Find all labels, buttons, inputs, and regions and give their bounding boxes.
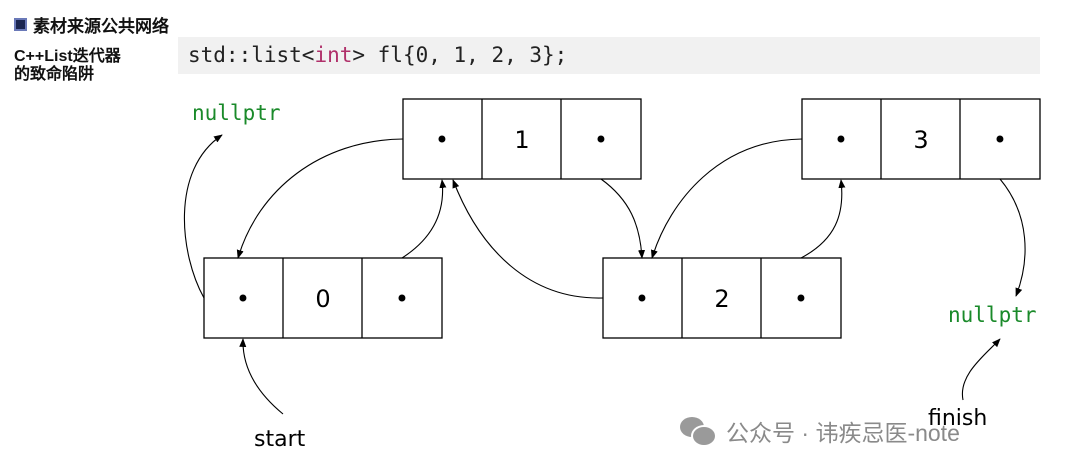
- node-3-value: 3: [913, 126, 928, 154]
- arrow-node2-next-to-node3: [800, 179, 846, 259]
- node-2-prev-pointer: •: [635, 285, 649, 313]
- list-node-0: • 0 •: [203, 257, 443, 339]
- sidebar-heading-text: 素材来源公共网络: [33, 17, 169, 36]
- watermark-text: 公众号 · 讳疾忌医-note: [726, 420, 960, 446]
- list-node-1: • 1 •: [402, 98, 642, 180]
- node-3-next-pointer: •: [993, 126, 1007, 154]
- arrow-start-to-node0: [239, 338, 284, 415]
- arrow-node2-prev-to-node1: [452, 179, 604, 299]
- node-1-value: 1: [514, 126, 529, 154]
- nullptr-right-label: nullptr: [948, 303, 1037, 327]
- node-0-next-pointer: •: [395, 285, 409, 313]
- node-1-prev-pointer: •: [435, 126, 449, 154]
- arrow-node3-prev-to-node2: [650, 138, 803, 259]
- arrow-node0-prev-to-nullptr: [183, 134, 223, 299]
- sidebar-subtitle: C++List迭代器的致命陷阱: [14, 48, 121, 83]
- node-2-value: 2: [714, 285, 729, 313]
- arrow-node0-next-to-node1: [401, 179, 447, 259]
- node-1-next-pointer: •: [594, 126, 608, 154]
- code-block: std::list<int> fl{0, 1, 2, 3};: [178, 37, 1040, 74]
- list-node-2: • 2 •: [602, 257, 842, 339]
- arrow-finish-to-nullptr: [961, 338, 1001, 401]
- watermark: 公众号 · 讳疾忌医-note: [680, 414, 960, 448]
- node-0-prev-pointer: •: [236, 285, 250, 313]
- arrow-node1-prev-to-node0: [236, 138, 404, 259]
- finish-label: finish: [928, 406, 987, 431]
- wechat-icon: [680, 415, 718, 447]
- node-0-value: 0: [315, 285, 330, 313]
- code-keyword: int: [314, 43, 353, 67]
- nullptr-left-label: nullptr: [192, 101, 281, 125]
- code-rest: > fl{0, 1, 2, 3};: [352, 43, 568, 67]
- arrow-node3-next-to-nullptr: [999, 178, 1026, 297]
- node-3-prev-pointer: •: [834, 126, 848, 154]
- code-prefix: std::list<: [188, 43, 315, 67]
- code-line: std::list<int> fl{0, 1, 2, 3};: [188, 43, 567, 67]
- arrow-node1-next-to-node2: [600, 178, 646, 259]
- node-2-next-pointer: •: [794, 285, 808, 313]
- sidebar-heading: 素材来源公共网络: [14, 12, 169, 37]
- list-node-3: • 3 •: [801, 98, 1041, 180]
- image-icon: [14, 18, 27, 31]
- start-label: start: [254, 427, 306, 452]
